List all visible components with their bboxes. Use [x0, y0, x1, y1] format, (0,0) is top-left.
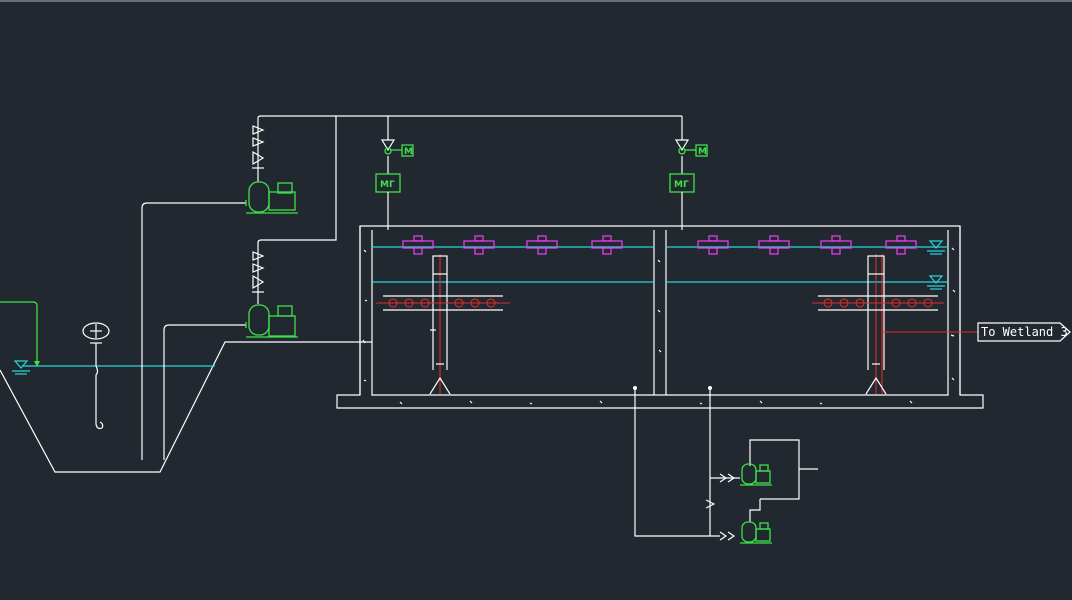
- pump-icon: [245, 181, 298, 214]
- pump-icon: [740, 463, 772, 486]
- valve-motor-label: M: [404, 147, 413, 157]
- diffuser-icon: [820, 235, 852, 255]
- suction-pipe-2: [163, 324, 246, 460]
- pump-lower[interactable]: [245, 115, 682, 338]
- pump-icon: [740, 521, 772, 544]
- mixer-left[interactable]: [376, 254, 510, 395]
- pump-drain-upper[interactable]: [719, 463, 772, 486]
- motorized-valve-icon: [674, 139, 690, 152]
- water-level-icon: [927, 240, 945, 255]
- check-valve-icon: [252, 251, 265, 293]
- diffuser-icon: [758, 235, 790, 255]
- pump-upper[interactable]: [245, 115, 336, 214]
- pump-drain-lower[interactable]: [719, 521, 772, 544]
- diffuser-icon: [885, 235, 917, 255]
- outlet-label: To Wetland 3: [981, 325, 1068, 339]
- suction-pipe-1: [141, 202, 246, 460]
- flowmeter-label: MГ: [380, 180, 395, 190]
- diffuser-icon: [463, 235, 495, 255]
- arrow-pentagon-icon: [977, 322, 1071, 342]
- valve-motor-label: M: [698, 147, 707, 157]
- header-branch-right[interactable]: M MГ: [669, 116, 708, 230]
- pump-icon: [245, 304, 298, 338]
- check-valve-icon: [252, 125, 265, 169]
- diffuser-row: [402, 235, 917, 255]
- mixer-right[interactable]: [812, 254, 978, 395]
- diffuser-icon: [591, 235, 623, 255]
- diffuser-icon: [402, 235, 434, 255]
- window-top-border: [0, 0, 1072, 2]
- outlet-tag: To Wetland 3: [977, 322, 1071, 342]
- inlet-line: [0, 301, 38, 366]
- water-level-icon: [12, 360, 30, 375]
- water-level-icon: [927, 275, 945, 290]
- float-switch-icon[interactable]: [82, 322, 110, 430]
- header-branch-left[interactable]: M MГ: [375, 116, 414, 230]
- diffuser-icon: [697, 235, 729, 255]
- diffuser-icon: [526, 235, 558, 255]
- treatment-tank: [336, 225, 984, 409]
- inlet-basin: [0, 202, 372, 473]
- motorized-valve-icon: [380, 139, 396, 152]
- flowmeter-label: MГ: [674, 180, 689, 190]
- drain-pipework: [633, 386, 818, 537]
